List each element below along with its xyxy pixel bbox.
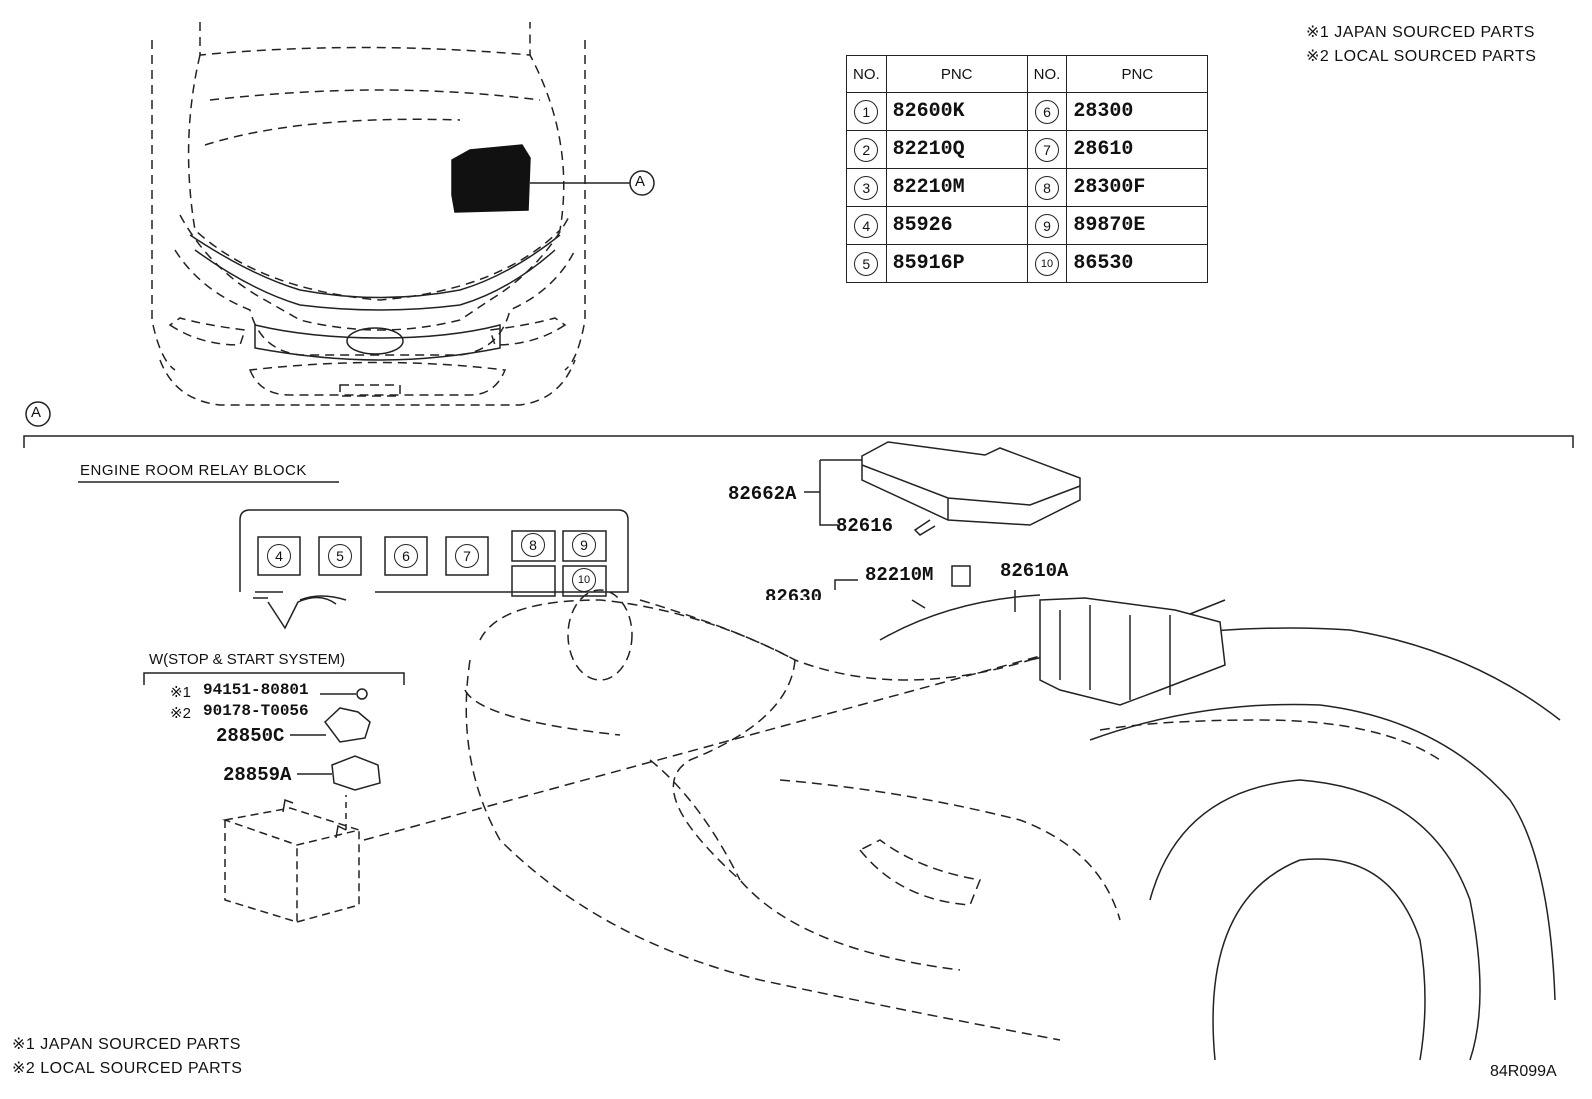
item-number: 6 — [1035, 99, 1059, 124]
relay-block-location — [451, 144, 531, 213]
col-header-no: NO. — [846, 55, 887, 93]
table-row: 1 82600K 6 28300 — [846, 92, 1209, 131]
table-row: 3 82210M 8 28300F — [846, 168, 1209, 207]
item-number: 2 — [854, 137, 879, 162]
item-number: 9 — [1035, 213, 1059, 238]
pnc-value: 28300F — [1066, 168, 1209, 207]
vehicle-front-view — [464, 589, 1441, 1041]
part-label-28859a: 28859A — [223, 764, 292, 786]
table-header-row: NO. PNC NO. PNC — [846, 55, 1209, 93]
col-header-no: NO. — [1026, 55, 1068, 93]
col-header-pnc: PNC — [885, 55, 1028, 93]
part-label-82662a: 82662A — [728, 483, 797, 505]
header-note-1: ※1 JAPAN SOURCED PARTS — [1306, 24, 1535, 41]
pnc-value: 85926 — [885, 206, 1028, 245]
header-note-2: ※2 LOCAL SOURCED PARTS — [1306, 48, 1537, 65]
item-number: 3 — [854, 175, 879, 200]
item-number: 8 — [1035, 175, 1059, 200]
table-row: 2 82210Q 7 28610 — [846, 130, 1209, 169]
part-label-94151-80801: 94151-80801 — [203, 681, 309, 699]
stop-start-label: W(STOP & START SYSTEM) — [149, 651, 346, 668]
footer-note-2: ※2 LOCAL SOURCED PARTS — [12, 1060, 243, 1077]
part-note-mark-2: ※2 — [170, 705, 191, 722]
battery — [222, 807, 362, 924]
part-note-mark-1: ※1 — [170, 684, 191, 701]
relay-slot-6: 6 — [394, 544, 418, 568]
part-label-28850c: 28850C — [216, 725, 285, 747]
pnc-value: 82210Q — [885, 130, 1028, 169]
footer-note-1: ※1 JAPAN SOURCED PARTS — [12, 1036, 241, 1053]
pnc-value: 82210M — [885, 168, 1028, 207]
relay-slot-5: 5 — [328, 544, 352, 568]
vehicle-top-solid — [189, 234, 561, 361]
relay-slot-9: 9 — [572, 533, 596, 557]
relay-slot-8: 8 — [521, 533, 545, 557]
table-row: 5 85916P 10 86530 — [846, 244, 1209, 283]
pnc-value: 28300 — [1066, 92, 1209, 131]
part-label-82616: 82616 — [836, 515, 894, 537]
pnc-value: 28610 — [1066, 130, 1209, 169]
part-label-90178-t0056: 90178-T0056 — [203, 702, 309, 720]
pnc-value: 89870E — [1066, 206, 1209, 245]
relay-slot-10: 10 — [572, 568, 596, 592]
figure-id: 84R099A — [1490, 1063, 1557, 1080]
callout-a-label: A — [635, 173, 646, 190]
item-number: 10 — [1035, 251, 1059, 276]
relay-slot-4: 4 — [267, 544, 291, 568]
pnc-value: 86530 — [1066, 244, 1209, 283]
part-label-82610a: 82610A — [1000, 560, 1069, 582]
item-number: 7 — [1035, 137, 1059, 162]
vehicle-top-view — [151, 22, 586, 406]
part-label-82210m: 82210M — [865, 564, 934, 586]
block-title: ENGINE ROOM RELAY BLOCK — [80, 462, 307, 479]
item-number: 5 — [854, 251, 879, 276]
pnc-table: NO. PNC NO. PNC 1 82600K 6 28300 2 82210… — [846, 55, 1209, 283]
relay-slot-7: 7 — [455, 544, 479, 568]
item-number: 1 — [854, 99, 879, 124]
pnc-value: 85916P — [885, 244, 1028, 283]
pnc-value: 82600K — [885, 92, 1028, 131]
section-a-label: A — [31, 404, 42, 421]
part-label-82630: 82630 — [765, 586, 823, 600]
table-row: 4 85926 9 89870E — [846, 206, 1209, 245]
col-header-pnc: PNC — [1066, 55, 1209, 93]
item-number: 4 — [854, 213, 879, 238]
